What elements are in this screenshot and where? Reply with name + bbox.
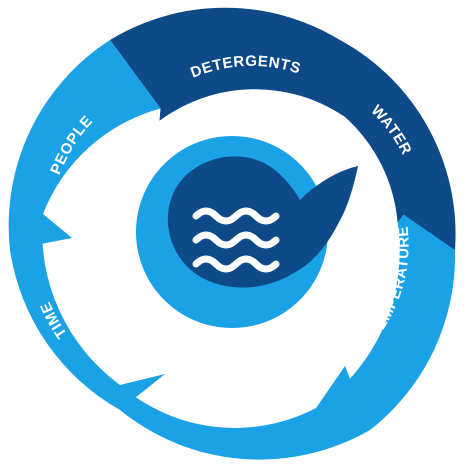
segment-mechanical: [120, 366, 370, 460]
label-mechanical: MECHANICAL: [176, 393, 284, 418]
segment-temperature: [316, 214, 456, 430]
wave-lines: [192, 207, 280, 273]
segment-water: [337, 40, 456, 250]
segment-people: [8, 40, 161, 250]
segment-detergents: [110, 7, 346, 121]
